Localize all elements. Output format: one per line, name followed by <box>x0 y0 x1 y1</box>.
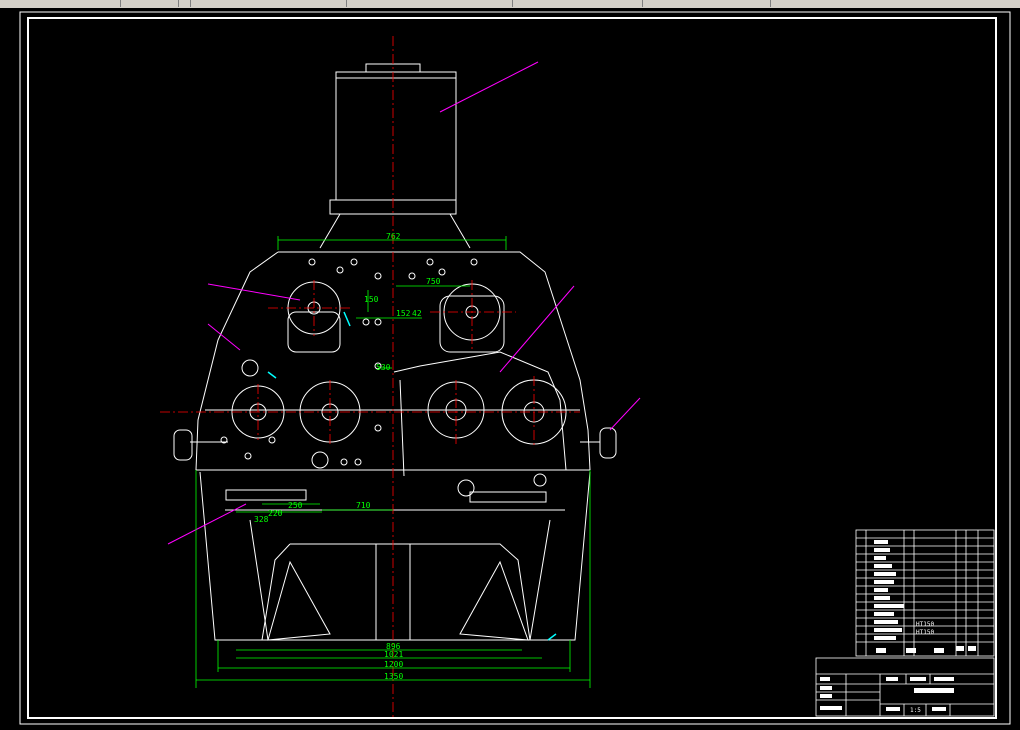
dimension-250: 250 <box>288 501 303 510</box>
bolt-holes <box>220 258 478 466</box>
sheet-outer-frame <box>19 11 1011 725</box>
title-block-entries <box>820 677 954 711</box>
toolbar-segment[interactable] <box>178 0 191 7</box>
centerlines <box>160 36 580 720</box>
toolbar-segment[interactable] <box>120 0 179 7</box>
sheet-inner-frame <box>27 17 997 719</box>
dimension-1350: 1350 <box>384 672 403 681</box>
leader-lines <box>167 61 641 545</box>
toolbar-segment[interactable] <box>190 0 347 7</box>
cad-drawing: 762 750 150 152 42 530 220 250 328 710 8… <box>19 11 1011 725</box>
toolbar-segment[interactable] <box>642 0 771 7</box>
parts-list-entries <box>874 540 976 653</box>
top-motor <box>319 63 471 249</box>
toolbar-segment[interactable] <box>0 0 121 7</box>
dimension-710: 710 <box>356 501 371 510</box>
dimension-750: 750 <box>426 277 441 286</box>
accent-parts <box>267 311 557 641</box>
toolbar-segment[interactable] <box>512 0 643 7</box>
dimension-1021: 1021 <box>384 650 403 659</box>
scale-value: 1:5 <box>910 707 921 714</box>
material-hth-2: HT150 <box>916 629 934 636</box>
title-block <box>815 657 995 717</box>
cad-drawing-canvas[interactable]: 762 750 150 152 42 530 220 250 328 710 8… <box>0 8 1020 730</box>
dimension-896: 896 <box>386 642 401 651</box>
toolbar-segment[interactable] <box>346 0 513 7</box>
dimension-328: 328 <box>254 515 269 524</box>
dimension-220: 220 <box>268 509 283 518</box>
dimension-42: 42 <box>412 309 422 318</box>
dimension-150: 150 <box>364 295 379 304</box>
parts-list-table <box>855 529 995 657</box>
dimension-top-width: 762 <box>386 232 401 241</box>
dimension-lines <box>195 236 591 688</box>
dimension-152: 152 <box>396 309 411 318</box>
dimension-530: 530 <box>376 363 391 372</box>
gearbox-housing <box>195 251 591 641</box>
material-hth-1: HT150 <box>916 621 934 628</box>
dimension-1200: 1200 <box>384 660 403 669</box>
